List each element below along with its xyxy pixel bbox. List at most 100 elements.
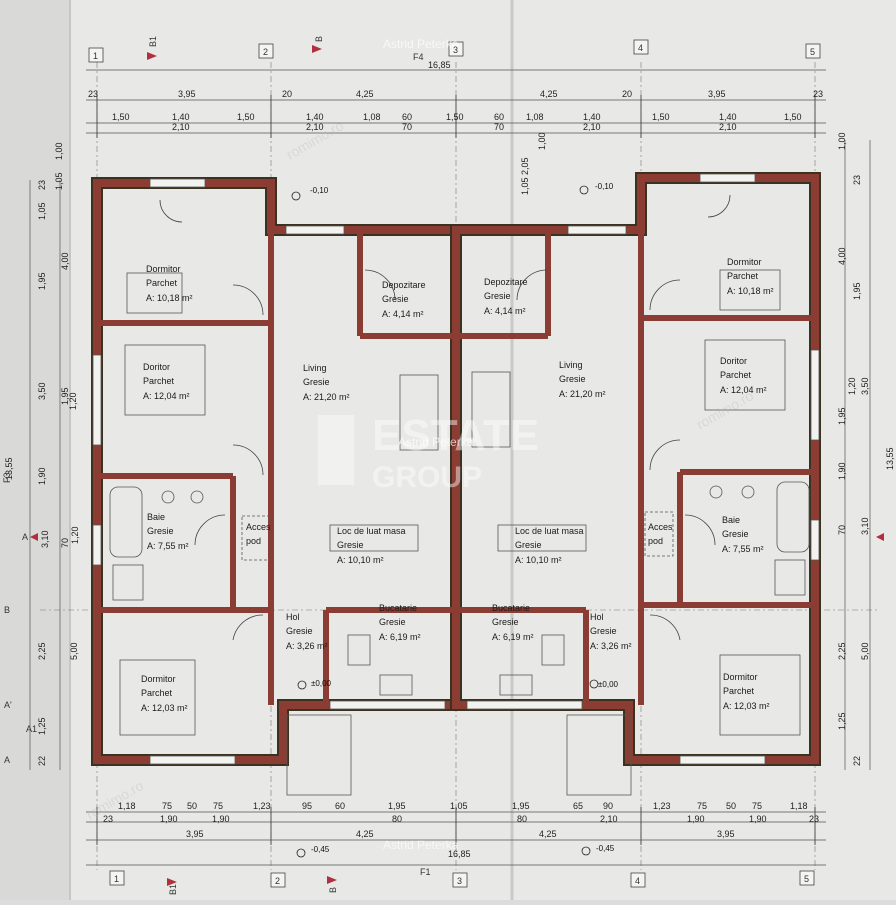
axis-label-4-top: 4 xyxy=(638,43,643,53)
room-name: Baie xyxy=(147,512,165,522)
level-marker-icon xyxy=(579,185,589,195)
axis-label-2-top: 2 xyxy=(263,47,268,57)
room-name: Hol xyxy=(590,612,604,622)
dim-left: 5,00 xyxy=(69,642,79,660)
room-area: A: 12,03 m² xyxy=(141,703,188,713)
dim-right: 1,90 xyxy=(837,462,847,480)
room-name: Depozitare xyxy=(484,277,528,287)
dim-bottom-r1: 50 xyxy=(726,801,736,811)
axis-label-2-bottom: 2 xyxy=(275,876,280,886)
dim-bottom-r1: 1,95 xyxy=(388,801,406,811)
dim-right: 1,95 xyxy=(837,407,847,425)
dining-table-icon xyxy=(329,524,419,552)
dim-bottom-r2: 80 xyxy=(392,814,402,824)
dim-top-r1: 20 xyxy=(282,89,292,99)
stove-icon xyxy=(347,634,371,666)
dim-top-r2: 1,40 xyxy=(172,112,190,122)
axis-bubbles-bottom xyxy=(109,870,815,888)
dim-total-top: 16,85 xyxy=(428,60,451,70)
section-flag-b-bottom xyxy=(327,876,337,884)
room-name: Acces xyxy=(246,522,271,532)
paper-left-panel xyxy=(0,0,70,900)
room-area: A: 12,03 m² xyxy=(723,701,770,711)
room-area: A: 7,55 m² xyxy=(722,544,764,554)
dim-top-r3: 70 xyxy=(402,122,412,132)
axis-label-4-bottom: 4 xyxy=(635,876,640,886)
room-area: A: 10,10 m² xyxy=(337,555,384,565)
side-label-f3: F3 xyxy=(2,472,12,483)
dim-top-r1: 4,25 xyxy=(540,89,558,99)
bed-icon xyxy=(119,659,196,736)
level-hall-left: ±0,00 xyxy=(311,679,332,688)
dim-bottom-r2: 23 xyxy=(103,814,113,824)
level-hall-right: ±0,00 xyxy=(598,680,619,689)
level-markers xyxy=(291,185,599,858)
dim-bottom-r1: 60 xyxy=(335,801,345,811)
room-area: A: 10,18 m² xyxy=(727,286,774,296)
level-marker-icon xyxy=(297,680,307,690)
watermark-top: Astrid Peterka xyxy=(383,37,459,51)
room-name: Dormitor xyxy=(727,257,762,267)
dim-inner-left: 1,05 xyxy=(520,177,530,195)
interior-walls xyxy=(97,178,815,705)
room-floor: Parchet xyxy=(723,686,755,696)
level-marker-icon xyxy=(581,846,591,856)
dim-bottom-r1: 1,18 xyxy=(118,801,136,811)
dim-left: 1,05 xyxy=(37,202,47,220)
side-label-a-prime: A' xyxy=(4,700,12,710)
dim-left: 70 xyxy=(60,538,70,548)
watermark-group: GROUP xyxy=(372,461,482,494)
counter-icon xyxy=(379,674,413,696)
dim-bottom-r1: 1,23 xyxy=(253,801,271,811)
dim-top-r3: 2,10 xyxy=(172,122,190,132)
shower-icon xyxy=(774,559,806,596)
dim-right: 1,00 xyxy=(837,132,847,150)
room-area: A: 3,26 m² xyxy=(286,641,328,651)
room-name: Loc de luat masa xyxy=(515,526,584,536)
room-name: Depozitare xyxy=(382,280,426,290)
room-area: A: 21,20 m² xyxy=(303,392,350,402)
entrance-steps-icon xyxy=(286,714,352,796)
room-floor: Gresie xyxy=(722,529,749,539)
room-floor: Parchet xyxy=(727,271,759,281)
room-floor: Gresie xyxy=(590,626,617,636)
bed-icon xyxy=(719,269,781,311)
dim-bottom-r3: 3,95 xyxy=(717,829,735,839)
dim-top-r2: 1,08 xyxy=(526,112,544,122)
watermark-logo: ESTATE GROUP xyxy=(318,411,539,494)
dim-left: 1,20 xyxy=(70,526,80,544)
level-marker-icon xyxy=(291,191,301,201)
room-name: Hol xyxy=(286,612,300,622)
dim-bottom-r2: 1,90 xyxy=(160,814,178,824)
dim-top-r2: 1,50 xyxy=(237,112,255,122)
dim-bottom-r1: 75 xyxy=(697,801,707,811)
toilet-icon xyxy=(741,485,755,499)
side-label-a-bottom: A xyxy=(4,755,10,765)
dim-bottom-r1: 95 xyxy=(302,801,312,811)
room-area: A: 12,04 m² xyxy=(143,391,190,401)
dim-left: 1,25 xyxy=(37,717,47,735)
dim-top-r2: 1,08 xyxy=(363,112,381,122)
dim-bottom-r1: 65 xyxy=(573,801,583,811)
dim-bottom-r1: 1,23 xyxy=(653,801,671,811)
dim-total-bottom: 16,85 xyxy=(448,849,471,859)
room-area: A: 4,14 m² xyxy=(484,306,526,316)
watermark-center: Astrid Peterka xyxy=(398,435,474,449)
entrance-steps-icon xyxy=(566,714,632,796)
room-floor: Gresie xyxy=(147,526,174,536)
dim-bottom-r2: 23 xyxy=(809,814,819,824)
room-floor: Parchet xyxy=(141,688,173,698)
axis-label-1-bottom: 1 xyxy=(114,874,119,884)
room-name: Doritor xyxy=(143,362,170,372)
room-name: Dormitor xyxy=(146,264,181,274)
room-floor: Gresie xyxy=(286,626,313,636)
dim-inner-right: 1,00 xyxy=(54,142,64,160)
